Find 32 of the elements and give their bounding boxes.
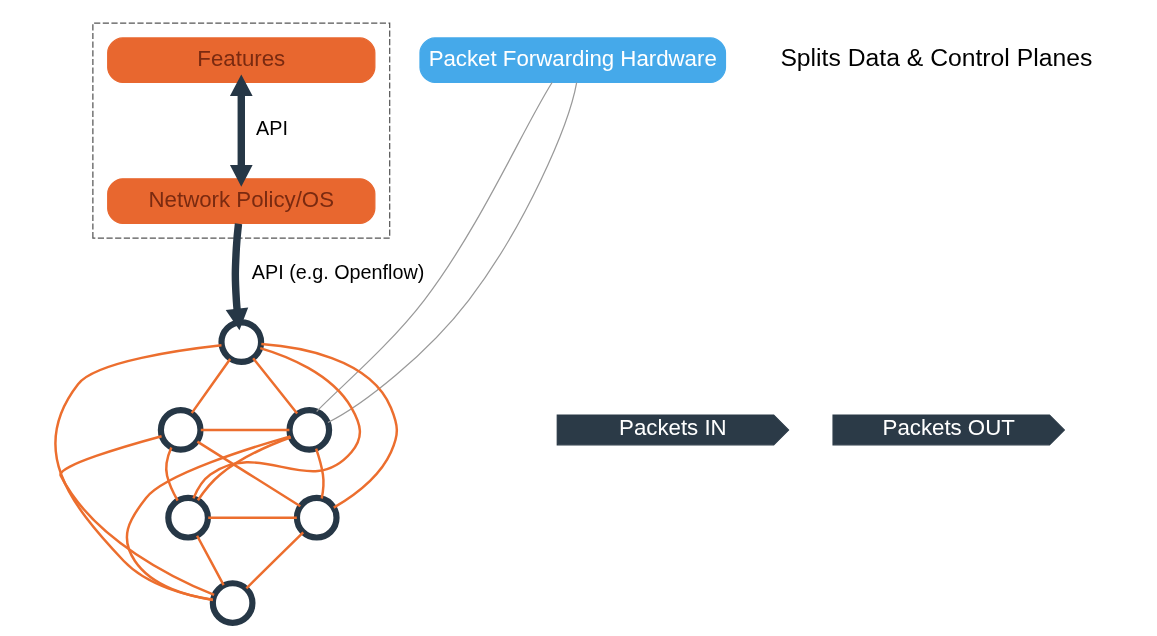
connector — [125, 435, 291, 602]
connector — [208, 516, 297, 519]
node-circle — [218, 319, 265, 365]
connector — [327, 81, 578, 424]
edge-label: API (e.g. Openflow) — [251, 260, 425, 283]
connector — [200, 428, 290, 432]
connector — [196, 440, 301, 508]
connector — [59, 435, 215, 597]
arrow — [229, 74, 253, 187]
cluster — [92, 22, 391, 239]
node-box: Features — [107, 37, 376, 84]
connector — [54, 344, 222, 601]
connector — [261, 342, 399, 509]
connector — [316, 81, 553, 413]
connector — [314, 448, 325, 499]
node-box: Packet Forwarding Hardware — [419, 37, 727, 84]
edge-label: API — [256, 117, 288, 140]
connector — [196, 436, 292, 501]
connector — [245, 531, 305, 590]
node-circle — [293, 494, 340, 541]
label: Splits Data & Control Planes — [780, 44, 1093, 72]
node-box: Network Policy/OS — [107, 178, 376, 224]
connector — [252, 357, 299, 415]
arrow — [225, 223, 249, 331]
node-circle — [286, 407, 333, 453]
connector — [192, 346, 362, 499]
connector — [190, 358, 232, 414]
node-circle — [157, 407, 204, 453]
connector — [165, 447, 179, 502]
node-circle — [209, 580, 256, 626]
connector — [196, 535, 225, 586]
node-circle — [165, 494, 211, 541]
